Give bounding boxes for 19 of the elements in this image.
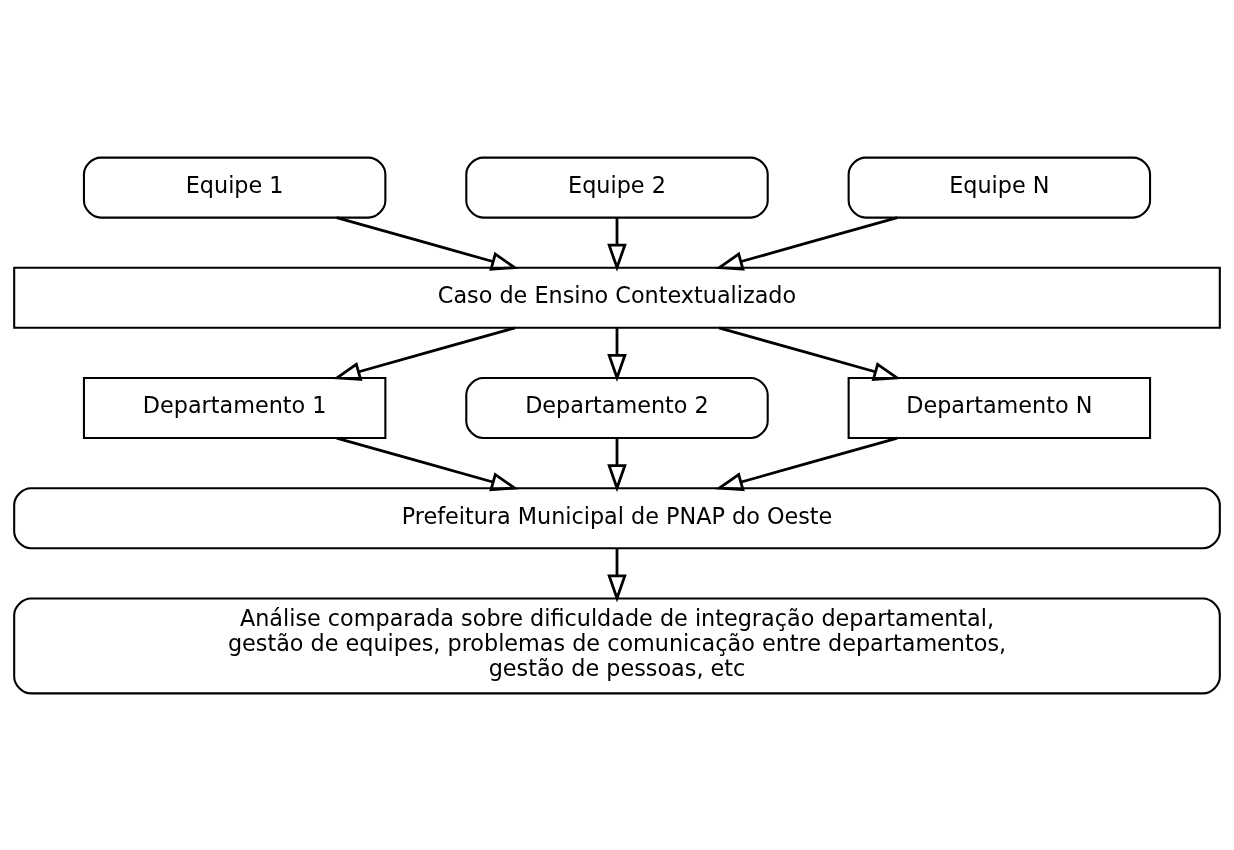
arrow xyxy=(332,326,516,381)
node-box: Análise comparada sobre dificuldade de integração departamental, gestão de equipes, problemas de comunicação entre departamentos, gestão de pessoas, etc xyxy=(13,597,1221,694)
node-box: Departamento 2 xyxy=(465,376,769,439)
arrow xyxy=(607,217,627,272)
node-box: Prefeitura Municipal de PNAP do Oeste xyxy=(13,486,1221,549)
node-box: Equipe 2 xyxy=(465,156,769,219)
arrow xyxy=(607,437,627,492)
arrow xyxy=(718,326,902,381)
node-box: Caso de Ensino Contextualizado xyxy=(13,266,1221,329)
arrow xyxy=(607,548,627,602)
arrow xyxy=(715,215,898,271)
arrow xyxy=(607,327,627,382)
arrow xyxy=(336,215,519,271)
arrow xyxy=(336,436,519,491)
node-box: Equipe N xyxy=(847,156,1152,219)
node-box: Departamento N xyxy=(847,376,1152,439)
node-box: Equipe 1 xyxy=(82,156,387,219)
node-box: Departamento 1 xyxy=(82,376,387,439)
arrow xyxy=(715,436,898,491)
